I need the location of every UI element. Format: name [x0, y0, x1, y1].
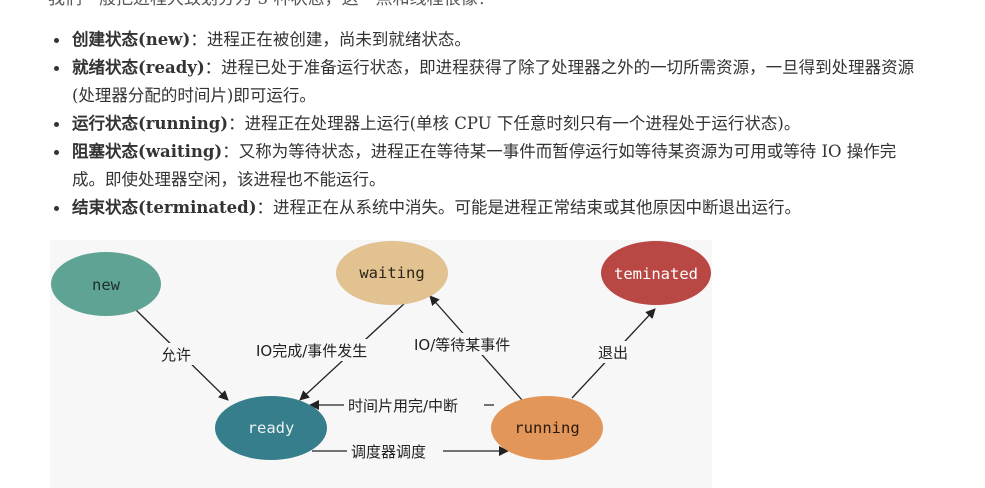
process-state-diagram: 允许 IO完成/事件发生 IO/等待某事件 退出 时间片用完/中断 调度器调度 … [50, 240, 712, 488]
list-item-terminated: 结束状态(terminated)：进程正在从系统中消失。可能是进程正常结束或其他… [50, 194, 920, 222]
edge-label-exit: 退出 [598, 344, 628, 362]
node-label-new: new [92, 276, 121, 294]
edge-label-io-complete: IO完成/事件发生 [256, 342, 367, 360]
node-label-running: running [514, 419, 579, 437]
list-item-ready: 就绪状态(ready)：进程已处于准备运行状态，即进程获得了除了处理器之外的一切… [50, 54, 920, 110]
edge-label-schedule: 调度器调度 [351, 443, 426, 461]
node-label-waiting: waiting [359, 264, 424, 282]
state-desc: ：进程正在处理器上运行(单核 CPU 下任意时刻只有一个进程处于运行状态)。 [228, 114, 801, 133]
state-desc: ：进程已处于准备运行状态，即进程获得了除了处理器之外的一切所需资源，一旦得到处理… [72, 58, 915, 105]
edge-label-allow: 允许 [161, 346, 191, 364]
state-desc: ：又称为等待状态，进程正在等待某一事件而暂停运行如等待某资源为可用或等待 IO … [72, 142, 897, 189]
diagram-svg: 允许 IO完成/事件发生 IO/等待某事件 退出 时间片用完/中断 调度器调度 … [51, 241, 711, 462]
state-name: 运行状态(running) [72, 114, 229, 133]
state-desc: ：进程正在被创建，尚未到就绪状态。 [190, 30, 471, 49]
state-desc: ：进程正在从系统中消失。可能是进程正常结束或其他原因中断退出运行。 [256, 198, 802, 217]
node-running [491, 396, 603, 460]
node-label-ready: ready [248, 419, 295, 437]
state-list: 创建状态(new)：进程正在被创建，尚未到就绪状态。 就绪状态(ready)：进… [50, 26, 920, 222]
edge-label-timeslice: 时间片用完/中断 [348, 397, 458, 415]
node-label-terminated: teminated [614, 265, 698, 283]
node-ready [215, 396, 327, 460]
node-new [51, 252, 161, 316]
state-name: 阻塞状态(waiting) [72, 142, 223, 161]
state-name: 结束状态(terminated) [72, 198, 257, 217]
edge-label-io-wait: IO/等待某事件 [414, 336, 510, 354]
list-item-running: 运行状态(running)：进程正在处理器上运行(单核 CPU 下任意时刻只有一… [50, 110, 920, 138]
list-item-new: 创建状态(new)：进程正在被创建，尚未到就绪状态。 [50, 26, 920, 54]
node-terminated [601, 241, 711, 305]
list-item-waiting: 阻塞状态(waiting)：又称为等待状态，进程正在等待某一事件而暂停运行如等待… [50, 138, 920, 194]
intro-text: 我们一般把进程大致划分为 5 种状态，这一点和线程很像！ [48, 0, 495, 8]
node-waiting [336, 241, 448, 305]
state-name: 创建状态(new) [72, 30, 191, 49]
state-name: 就绪状态(ready) [72, 58, 205, 77]
